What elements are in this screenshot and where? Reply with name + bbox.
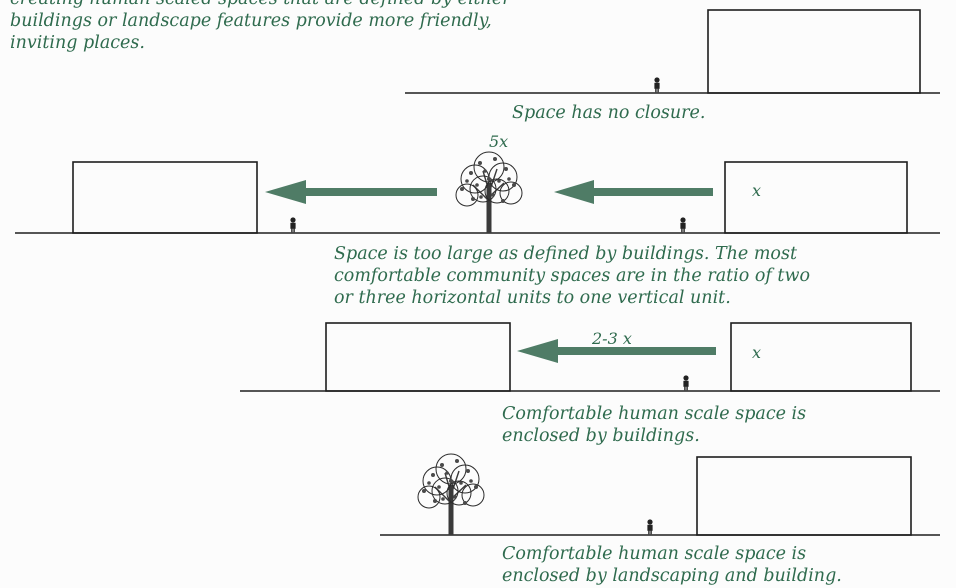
intro-line: buildings or landscape features provide … bbox=[10, 11, 492, 31]
caption-line: Space has no closure. bbox=[512, 103, 706, 123]
building bbox=[730, 322, 912, 392]
person-figure bbox=[683, 375, 689, 391]
caption-line: enclosed by buildings. bbox=[502, 426, 700, 446]
person-figure bbox=[290, 217, 296, 233]
caption-no-closure: Space has no closure. bbox=[512, 102, 705, 124]
caption-too-large: Space is too large as defined by buildin… bbox=[334, 243, 810, 309]
caption-line: enclosed by landscaping and building. bbox=[502, 566, 842, 586]
caption-line: comfortable community spaces are in the … bbox=[334, 266, 810, 286]
caption-line: Comfortable human scale space is bbox=[502, 404, 807, 424]
width-label: 5x bbox=[489, 132, 509, 151]
person-figure bbox=[680, 217, 686, 233]
caption-line: Space is too large as defined by buildin… bbox=[334, 244, 797, 264]
left-arrow bbox=[517, 339, 716, 363]
caption-buildings: Comfortable human scale space is enclose… bbox=[502, 403, 806, 447]
person-figure bbox=[647, 519, 653, 535]
building bbox=[724, 161, 908, 234]
intro-text: creating human scaled spaces that are de… bbox=[10, 0, 511, 54]
height-label: x bbox=[752, 181, 762, 200]
caption-line: Comfortable human scale space is bbox=[502, 544, 807, 564]
caption-landscape: Comfortable human scale space is enclose… bbox=[502, 543, 842, 587]
left-arrow bbox=[265, 180, 437, 204]
building bbox=[325, 322, 511, 392]
tree bbox=[417, 453, 485, 536]
caption-line: or three horizontal units to one vertica… bbox=[334, 288, 731, 308]
left-arrow bbox=[554, 180, 713, 204]
tree bbox=[455, 151, 523, 234]
building bbox=[707, 9, 921, 94]
person-figure bbox=[654, 77, 660, 93]
building bbox=[72, 161, 258, 234]
height-label: x bbox=[752, 343, 762, 362]
width-label: 2-3 x bbox=[592, 329, 632, 348]
intro-line: creating human scaled spaces that are de… bbox=[10, 0, 511, 10]
intro-line: inviting places. bbox=[10, 33, 145, 53]
building bbox=[696, 456, 912, 536]
